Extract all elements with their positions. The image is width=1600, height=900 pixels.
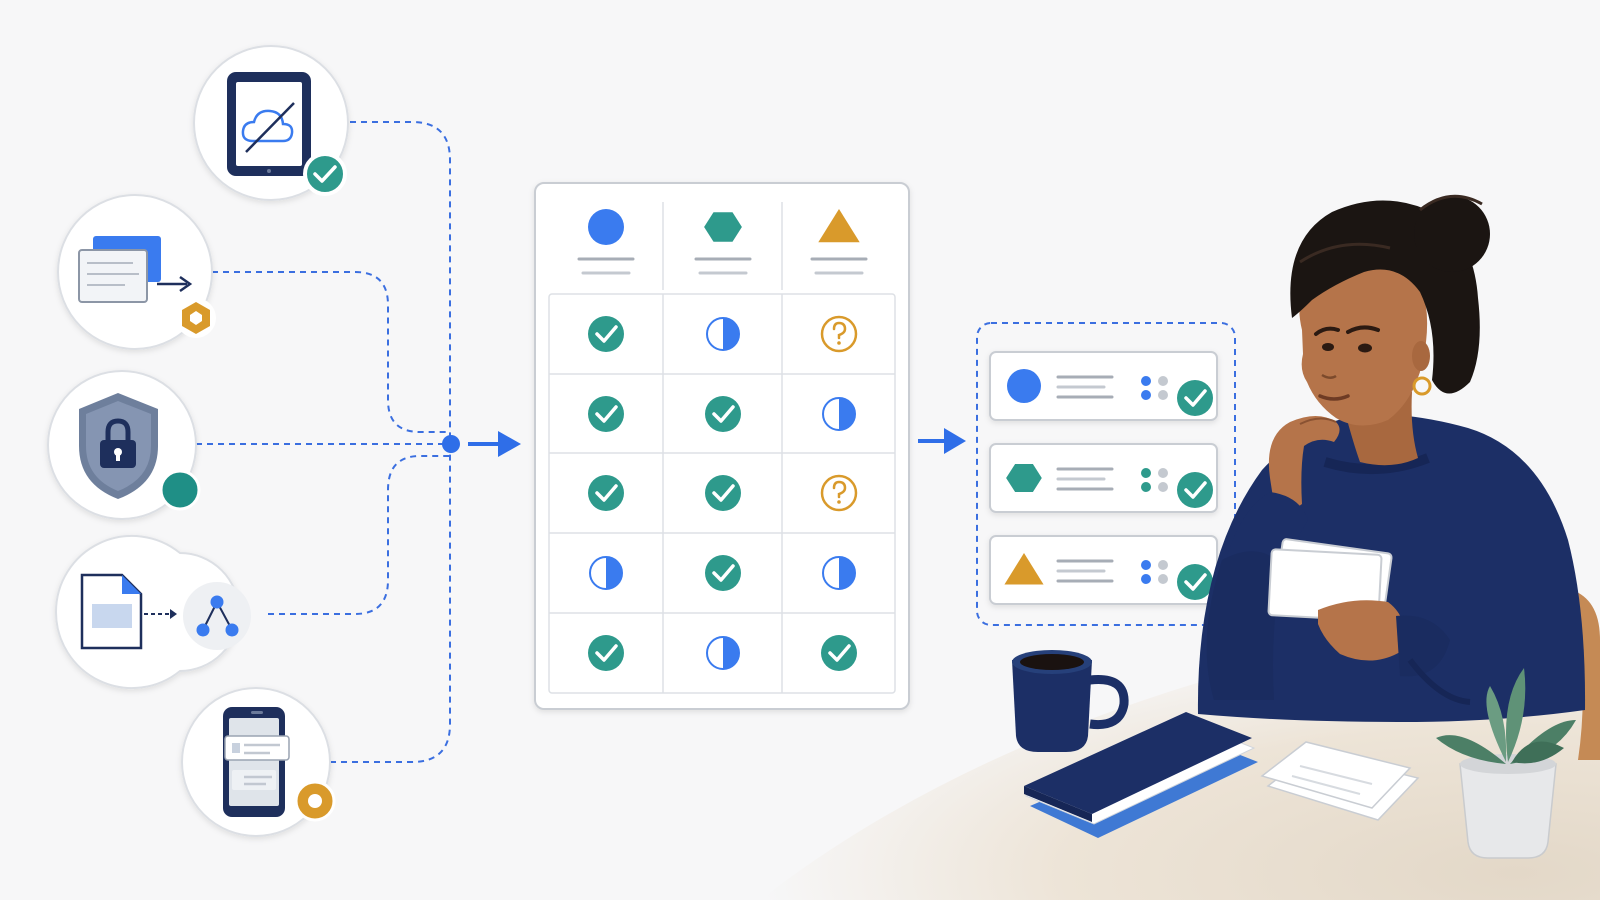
- merge-node: [442, 435, 460, 453]
- check-status-icon: [1177, 564, 1213, 600]
- partial-status-icon: [706, 317, 740, 351]
- desk-scene: [760, 194, 1600, 900]
- matrix-column-header-hexagon: [694, 212, 752, 275]
- gold-triangle-icon: [818, 209, 860, 243]
- arrow-right-icon: [468, 431, 521, 457]
- check-status-icon: [588, 316, 624, 352]
- comparison-matrix-card: [534, 182, 910, 710]
- teal-hexagon-icon: [1006, 464, 1042, 492]
- result-card[interactable]: [989, 535, 1218, 605]
- phone-list-source-node[interactable]: [181, 687, 336, 837]
- matrix-grid: [548, 202, 896, 694]
- blue-circle-icon: [1007, 369, 1041, 403]
- dot-badge-icon: [159, 469, 201, 511]
- blue-circle-icon: [588, 209, 624, 245]
- gold-triangle-icon: [1004, 553, 1044, 585]
- tablet-cloud-off-icon: [227, 72, 311, 176]
- connector-tablet: [350, 121, 451, 444]
- coffee-mug: [1012, 650, 1129, 752]
- connector-window: [212, 271, 450, 433]
- potted-plant: [1436, 668, 1576, 859]
- source-nodes: [47, 45, 349, 837]
- check-status-icon: [705, 555, 741, 591]
- matrix-headers: [577, 209, 868, 275]
- check-status-icon: [705, 396, 741, 432]
- person-illustration: [1197, 194, 1586, 722]
- result-card[interactable]: [989, 443, 1218, 513]
- matrix-cells: [588, 315, 858, 671]
- phone-list-icon: [223, 707, 290, 817]
- teal-hexagon-icon: [704, 212, 742, 242]
- arrow-right-icon: [918, 428, 966, 454]
- partial-status-icon: [706, 636, 740, 670]
- matrix-row: [588, 635, 857, 671]
- check-status-icon: [1177, 380, 1213, 416]
- connector-phone: [330, 444, 451, 763]
- partial-status-icon: [822, 397, 856, 431]
- question-status-icon: [820, 474, 858, 512]
- status-dots-icon: [1141, 468, 1168, 492]
- document-network-icon: [80, 573, 251, 650]
- ring-badge-icon: [294, 780, 336, 822]
- partial-status-icon: [822, 556, 856, 590]
- hair-bun: [1414, 196, 1490, 272]
- tablet-cloud-source-node[interactable]: [193, 45, 349, 201]
- security-shield-source-node[interactable]: [47, 370, 201, 520]
- document-network-source-node[interactable]: [54, 534, 251, 690]
- check-status-icon: [821, 635, 857, 671]
- matrix-row: [589, 555, 856, 591]
- hexagon-badge-icon: [176, 298, 216, 338]
- check-status-icon: [1177, 472, 1213, 508]
- window-arrow-icon: [78, 236, 193, 303]
- matrix-column-header-triangle: [810, 209, 868, 275]
- connector-document: [268, 455, 450, 615]
- paper-notes: [1260, 741, 1420, 821]
- status-dots-icon: [1141, 560, 1168, 584]
- matrix-row: [588, 474, 858, 512]
- check-badge-icon: [303, 152, 347, 196]
- check-status-icon: [705, 475, 741, 511]
- check-status-icon: [588, 635, 624, 671]
- notebook: [1024, 712, 1258, 838]
- results-panel: [976, 322, 1236, 626]
- window-transfer-source-node[interactable]: [57, 194, 216, 350]
- matrix-column-header-circle: [577, 209, 635, 275]
- source-connectors: [196, 121, 451, 763]
- shield-lock-icon: [79, 393, 158, 499]
- check-status-icon: [588, 475, 624, 511]
- status-dots-icon: [1141, 376, 1168, 400]
- result-card[interactable]: [989, 351, 1218, 421]
- check-status-icon: [588, 396, 624, 432]
- matrix-row: [588, 396, 856, 432]
- matrix-row: [588, 315, 858, 353]
- question-status-icon: [820, 315, 858, 353]
- partial-status-icon: [589, 556, 623, 590]
